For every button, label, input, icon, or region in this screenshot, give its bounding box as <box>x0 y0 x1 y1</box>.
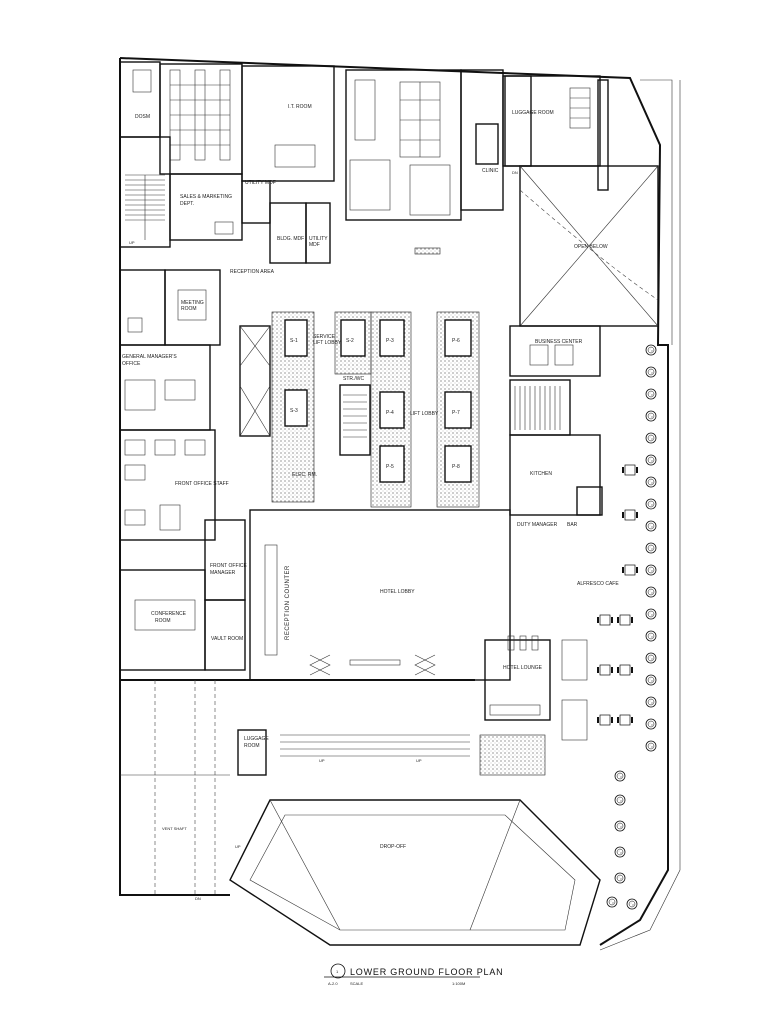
label-service-lift-b: LIFT LOBBY <box>313 340 342 346</box>
label-lift-p4: P-4 <box>386 410 394 416</box>
label-reception-counter: RECEPTION COUNTER <box>285 565 291 640</box>
label-drop-off: DROP-OFF <box>380 844 406 850</box>
luggage-room-top <box>504 75 609 191</box>
label-front-office-staff: FRONT OFFICE STAFF <box>175 481 229 487</box>
label-meeting-room-b: ROOM <box>181 306 197 312</box>
west-offices <box>119 344 246 671</box>
label-bar: BAR <box>567 522 578 528</box>
label-gm-office: GENERAL MANAGER'S <box>122 354 177 360</box>
label-gm-office-b: OFFICE <box>122 361 141 367</box>
label-hotel-lobby: HOTEL LOBBY <box>380 589 415 595</box>
label-sales-dept: DEPT. <box>180 201 194 207</box>
label-lift-s1: S-1 <box>290 338 298 344</box>
label-lift-p5: P-5 <box>386 464 394 470</box>
marker-dn-2: DN <box>195 896 201 901</box>
label-elec-rm: ELEC. RM. <box>292 472 317 478</box>
scale-label: SCALE <box>350 981 363 986</box>
label-dosm: DOSM <box>135 114 150 120</box>
label-conference-b: ROOM <box>155 618 171 624</box>
label-it-room: I.T. ROOM <box>288 104 312 110</box>
drop-off-ramp <box>229 799 601 946</box>
label-kitchen: KITCHEN <box>530 471 552 477</box>
marker-up-2: UP <box>319 758 325 763</box>
scale-value: 1:100M <box>452 981 465 986</box>
direction-markers: UP DN UP UP UP DN <box>129 170 518 901</box>
alfresco-tables <box>561 344 657 910</box>
label-luggage-room-top: LUGGAGE ROOM <box>512 110 554 116</box>
lift-cars <box>284 319 472 483</box>
label-utility-mdf2b: MDF <box>309 242 320 248</box>
label-vault-room: VAULT ROOM <box>211 636 243 642</box>
drawing-title-text: LOWER GROUND FLOOR PLAN <box>350 967 503 977</box>
room-labels: DOSM I.T. ROOM LUGGAGE ROOM SALES & MARK… <box>122 104 619 850</box>
sheet-number: 1 <box>336 969 339 974</box>
lift-labels: S-1 S-2 P-3 P-6 S-3 P-4 P-7 P-5 P-8 <box>290 338 460 470</box>
label-utility-mdf: UTILITY MDF <box>245 180 276 186</box>
marker-up-3: UP <box>416 758 422 763</box>
label-business-center: BUSINESS CENTER <box>535 339 583 345</box>
entrance-band <box>120 679 546 895</box>
admin-wing <box>119 61 335 264</box>
label-lift-p3: P-3 <box>386 338 394 344</box>
toilet-block <box>345 69 532 255</box>
marker-up-1: UP <box>129 240 135 245</box>
label-lift-p8: P-8 <box>452 464 460 470</box>
hotel-lounge <box>484 635 551 721</box>
label-lift-lobby: LIFT LOBBY <box>410 411 439 417</box>
business-kitchen <box>509 325 603 516</box>
sheet-ref: A-2.0 <box>328 981 338 986</box>
label-sales: SALES & MARKETING <box>180 194 232 200</box>
title-block <box>324 963 480 979</box>
label-lift-s3: S-3 <box>290 408 298 414</box>
label-front-office-mgr-b: MANAGER <box>210 570 236 576</box>
label-duty-manager: DUTY MANAGER <box>517 522 558 528</box>
label-hotel-lounge: HOTEL LOUNGE <box>503 665 543 671</box>
label-vent-shaft: VENT SHAFT <box>162 826 187 831</box>
label-conference: CONFERENCE <box>151 611 187 617</box>
label-meeting-room: MEETING <box>181 300 204 306</box>
label-luggage-room-bottom: LUGGAGE <box>244 736 269 742</box>
label-alfresco: ALFRESCO CAFE <box>577 581 619 587</box>
label-luggage-room-bottom-b: ROOM <box>244 743 260 749</box>
marker-up-4: UP <box>235 844 241 849</box>
label-lift-s2: S-2 <box>346 338 354 344</box>
label-service-lift: SERVICE <box>313 334 336 340</box>
label-reception-area: RECEPTION AREA <box>230 269 275 275</box>
label-bldg-mdf: BLDG. MDF <box>277 236 304 242</box>
drawing-title: 1 LOWER GROUND FLOOR PLAN A-2.0 SCALE 1:… <box>328 967 503 986</box>
label-open-below: OPEN BELOW <box>574 244 608 250</box>
label-front-office-mgr: FRONT OFFICE <box>210 563 248 569</box>
label-clinic: CLINIC <box>482 168 499 174</box>
label-utility-mdf2: UTILITY <box>309 236 328 242</box>
label-str-wc: STR./WC <box>343 376 364 382</box>
marker-dn-1: DN <box>512 170 518 175</box>
reception-zone <box>119 269 221 346</box>
label-lift-p7: P-7 <box>452 410 460 416</box>
label-lift-p6: P-6 <box>452 338 460 344</box>
